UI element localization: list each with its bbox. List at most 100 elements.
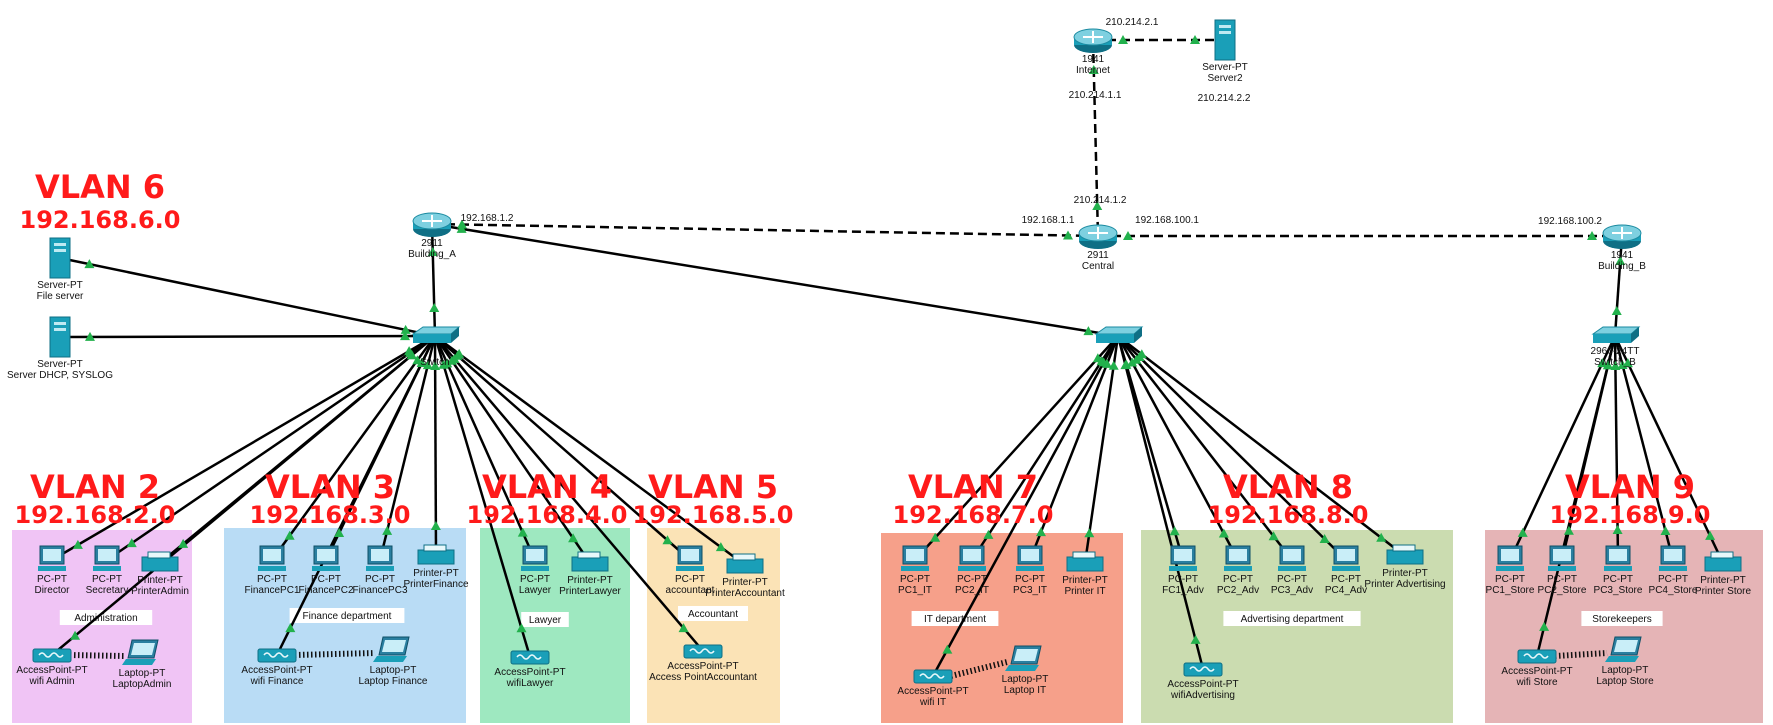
server-bay: [54, 243, 66, 246]
device-model-it1: PC-PT: [900, 574, 930, 585]
device-name-fin3: FinancePC3: [352, 585, 407, 596]
zone-label-accountant: Accountant: [688, 609, 738, 620]
vlan-network-v7: 192.168.7.0: [893, 501, 1054, 529]
zone-tag-box-store: [1581, 611, 1663, 626]
device-name-printeradmin: PrinterAdmin: [131, 586, 189, 597]
device-name-building_b: Building_B: [1598, 261, 1646, 272]
port-up-indicator: [427, 247, 438, 256]
link-sw_c-adv1: [1116, 335, 1185, 561]
switch-sw_a[interactable]: Switch: [411, 326, 461, 368]
pc-keyboard: [1016, 566, 1044, 571]
device-name-apst: wifi Store: [1515, 677, 1558, 688]
port-up-indicator: [70, 630, 81, 640]
device-model-building_b: 1941: [1611, 250, 1634, 261]
zone-label-admin: Administration: [74, 613, 137, 624]
port-up-indicator: [1123, 231, 1133, 240]
ap-wave: [263, 652, 289, 658]
zone-label-it: IT department: [924, 614, 986, 625]
device-model-central: 2911: [1087, 250, 1109, 261]
port-up-indicator: [1268, 531, 1279, 541]
port-up-indicator: [1517, 527, 1528, 537]
ap-wave: [689, 648, 715, 654]
port-up-indicator: [662, 535, 673, 545]
port-up-indicator: [1190, 634, 1201, 644]
device-name-it1: PC1_IT: [898, 585, 932, 596]
link-sw_c-apit: [931, 335, 1120, 677]
pc-screen: [906, 549, 924, 561]
ap-wave: [38, 652, 64, 658]
port-up-indicator: [516, 623, 527, 633]
port-up-indicator: [429, 303, 440, 312]
router-arrows: [1083, 31, 1103, 43]
link-sw_c-it3: [1028, 335, 1120, 561]
port-up-indicator: [1319, 533, 1330, 543]
device-model-fileserver: Server-PT: [37, 280, 83, 291]
port-up-indicator: [416, 357, 427, 367]
switch-sw_c[interactable]: [1094, 326, 1144, 343]
port-up-indicator: [1035, 527, 1046, 537]
zone-tag-box-adv: [1223, 611, 1361, 626]
device-model-fin1: PC-PT: [257, 574, 287, 585]
pc-keyboard: [521, 566, 549, 571]
vlan-network-v3: 192.168.3.0: [250, 501, 411, 529]
port-up-indicator: [285, 623, 296, 633]
device-name-building_a: Building_A: [408, 249, 456, 260]
device-name-lawyerpc: Lawyer: [519, 585, 552, 596]
printer-paper: [1072, 551, 1096, 559]
port-up-indicator: [438, 359, 449, 369]
printer-body: [571, 556, 609, 572]
port-up-indicator: [678, 623, 689, 633]
zone-tag-box-accountant: [678, 606, 748, 621]
link-sw_a-printeracc: [434, 334, 746, 567]
device-name-laptopadmin: LaptopAdmin: [113, 679, 172, 690]
printer-paper: [1392, 544, 1416, 552]
device-model-it2: PC-PT: [957, 574, 987, 585]
